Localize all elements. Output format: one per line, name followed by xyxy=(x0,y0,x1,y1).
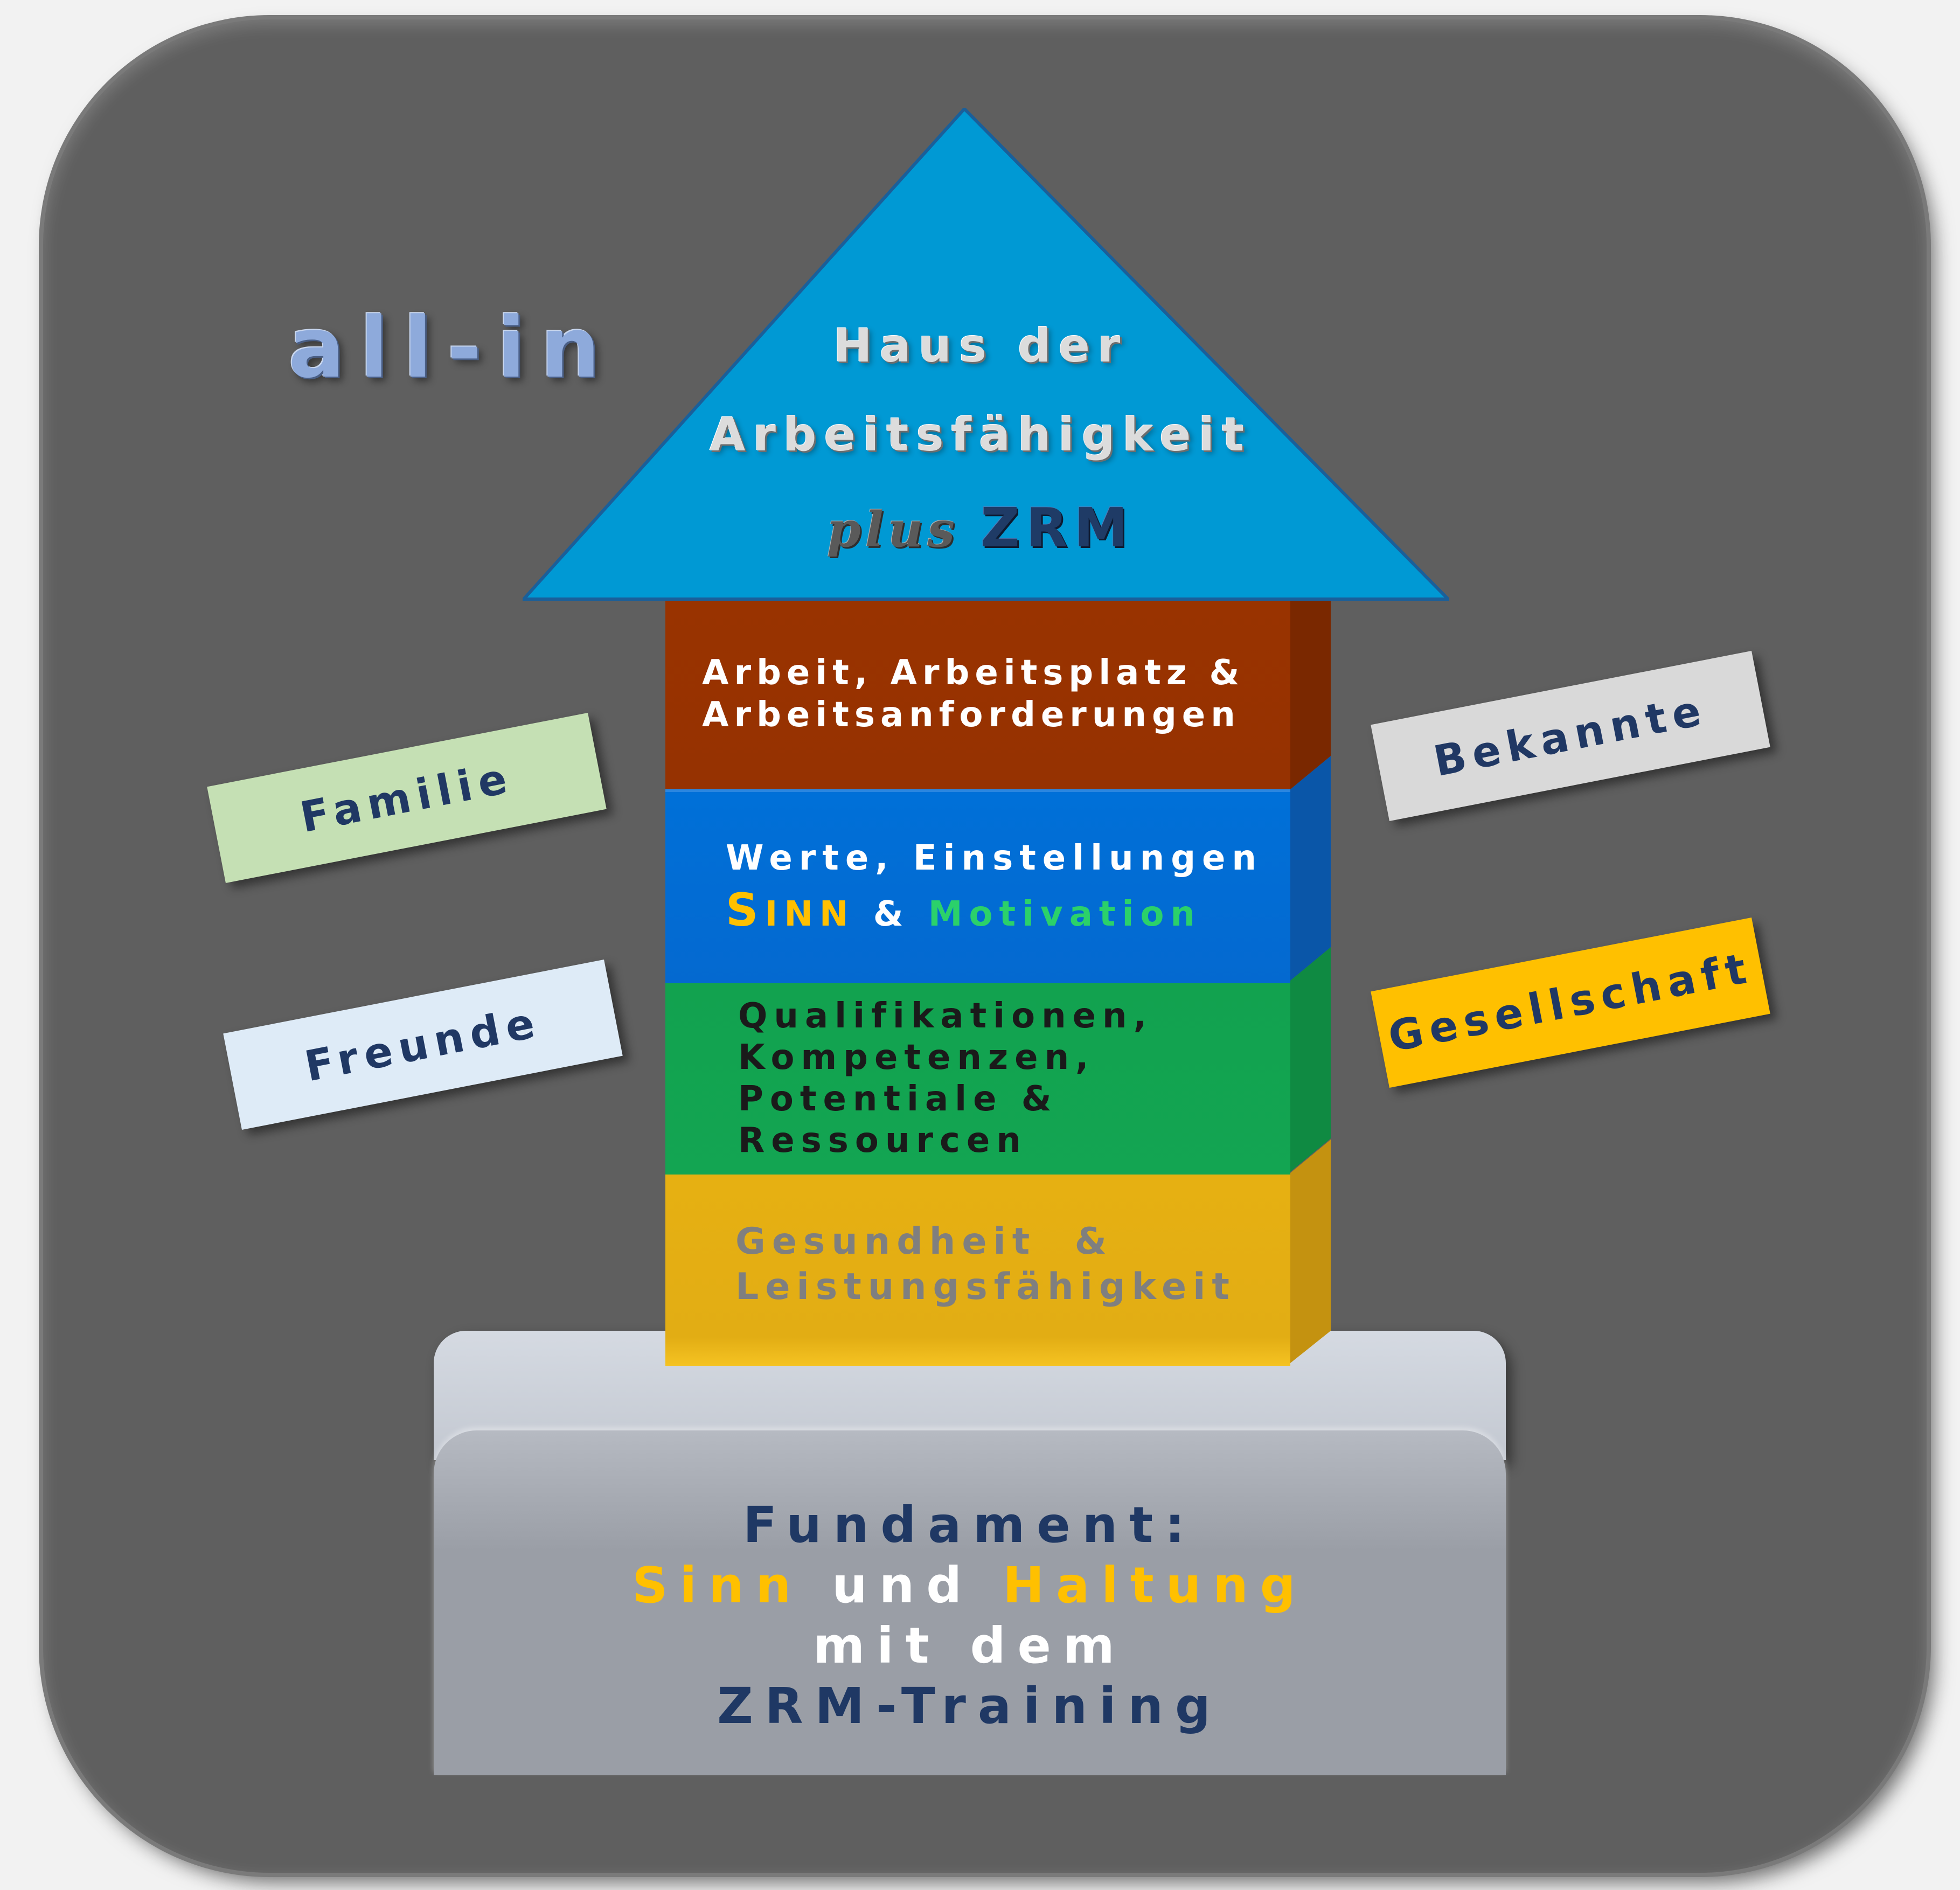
block-values-face xyxy=(665,789,1290,983)
block-skills-line4: Ressourcen xyxy=(738,1121,1027,1161)
roof-zrm: ZRM xyxy=(981,496,1135,559)
block-health-line1: Gesundheit & xyxy=(735,1220,1113,1263)
foundation-sinn: Sinn xyxy=(632,1557,803,1614)
block-health-side xyxy=(1290,1139,1331,1363)
foundation-zrm-training: ZRM-Training xyxy=(717,1677,1222,1735)
block-skills-side xyxy=(1290,947,1331,1172)
roof-triangle xyxy=(523,108,1449,601)
foundation-front xyxy=(434,1430,1506,1775)
block-skills: Qualifikationen, Kompetenzen, Potentiale… xyxy=(665,947,1331,1175)
foundation-haltung: Haltung xyxy=(1003,1557,1308,1614)
block-work-line1: Arbeit, Arbeitsplatz & xyxy=(702,653,1245,693)
block-values: Werte, Einstellungen SINN & Motivation xyxy=(665,756,1331,983)
roof-line-haus: Haus der xyxy=(833,319,1128,373)
block-health-text: Gesundheit & Leistungsfähigkeit xyxy=(735,1219,1360,1310)
roof-plus: plus xyxy=(826,501,960,558)
foundation-heading: Fundament: xyxy=(743,1496,1197,1554)
block-values-sinn-initial: S xyxy=(726,884,765,936)
block-values-line1: Werte, Einstellungen xyxy=(726,838,1263,878)
block-skills-face xyxy=(665,981,1290,1175)
block-work-side xyxy=(1290,601,1331,789)
block-values-side xyxy=(1290,756,1331,981)
roof-brand: plus ZRM xyxy=(539,480,1422,576)
block-skills-text: Qualifikationen, Kompetenzen, Potentiale… xyxy=(738,996,1363,1162)
block-skills-line3: Potentiale & xyxy=(738,1079,1058,1119)
block-work-face xyxy=(665,601,1290,789)
block-values-line2: SINN & Motivation xyxy=(726,884,1351,940)
title-all-in: all-in xyxy=(288,299,615,397)
block-health: Gesundheit & Leistungsfähigkeit xyxy=(665,1139,1331,1366)
roof-label: Haus der Arbeitsfähigkeit plus ZRM xyxy=(539,302,1422,576)
block-work-text: Arbeit, Arbeitsplatz & Arbeitsanforderun… xyxy=(702,652,1327,736)
block-health-face xyxy=(665,1172,1290,1366)
block-skills-line1: Qualifikationen, xyxy=(738,996,1153,1036)
foundation-line-sinn-haltung: Sinn und Haltung xyxy=(434,1555,1506,1616)
block-skills-line2: Kompetenzen, xyxy=(738,1038,1095,1078)
block-work: Arbeit, Arbeitsplatz & Arbeitsanforderun… xyxy=(665,601,1331,789)
block-values-text: Werte, Einstellungen SINN & Motivation xyxy=(726,832,1351,940)
block-work-line2: Arbeitsanforderungen xyxy=(702,695,1241,735)
block-values-motivation: Motivation xyxy=(928,894,1201,934)
block-health-line2: Leistungsfähigkeit xyxy=(735,1266,1236,1308)
foundation-text: Fundament: Sinn und Haltung mit dem ZRM-… xyxy=(434,1495,1506,1736)
roof-line-arbeitsfaehigkeit: Arbeitsfähigkeit xyxy=(709,408,1252,462)
block-values-amp: & xyxy=(873,894,910,934)
foundation-und: und xyxy=(832,1557,974,1614)
block-values-sinn-rest: INN xyxy=(764,894,855,934)
foundation-mit-dem: mit dem xyxy=(813,1617,1127,1674)
